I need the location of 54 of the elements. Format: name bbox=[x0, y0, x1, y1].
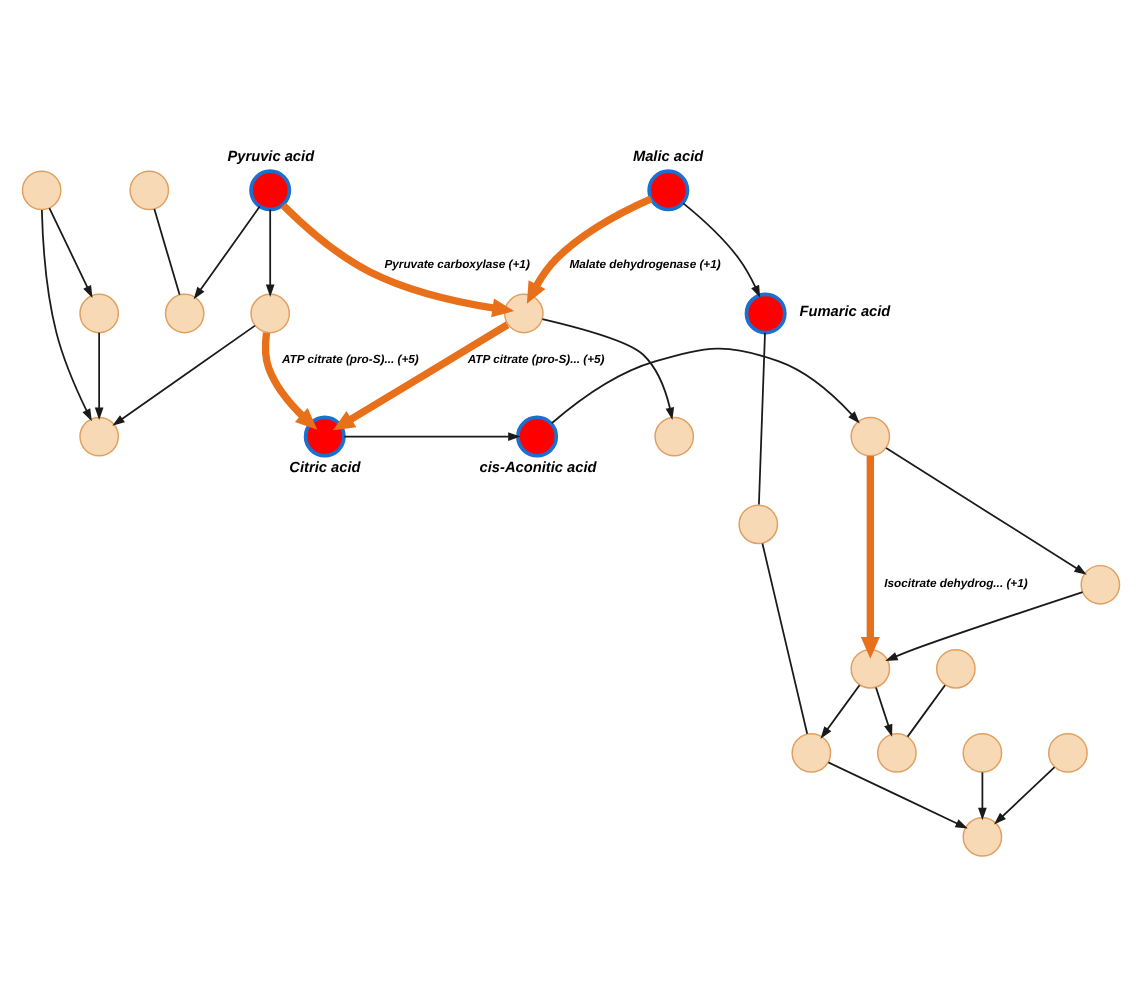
node-circle bbox=[744, 291, 787, 334]
node-circle bbox=[738, 503, 779, 544]
arrow bbox=[332, 320, 510, 430]
arrow bbox=[820, 683, 861, 738]
connector bbox=[758, 330, 766, 505]
node-circle bbox=[164, 292, 205, 333]
node-circle bbox=[303, 414, 346, 457]
arrow bbox=[978, 770, 987, 820]
node-label: Citric acid bbox=[289, 456, 361, 475]
node-circle bbox=[1048, 731, 1088, 772]
node-circle bbox=[516, 414, 559, 457]
arrow bbox=[860, 455, 880, 658]
arrow bbox=[875, 685, 893, 736]
arrow bbox=[682, 201, 761, 297]
node-label: Malic acid bbox=[632, 145, 704, 164]
arrow bbox=[885, 446, 1087, 574]
node-circle bbox=[250, 292, 291, 333]
node-circle bbox=[654, 415, 695, 456]
arrow bbox=[40, 208, 92, 421]
arrow bbox=[48, 206, 93, 298]
arrow bbox=[827, 760, 968, 828]
node-circle bbox=[503, 292, 544, 333]
arrow bbox=[265, 207, 275, 296]
connector bbox=[153, 207, 181, 295]
arrow bbox=[193, 204, 261, 299]
arrow bbox=[541, 317, 675, 419]
arrow bbox=[280, 201, 515, 317]
arrow bbox=[94, 330, 104, 419]
node-circle bbox=[791, 731, 832, 772]
arrow bbox=[343, 431, 521, 440]
node-circle bbox=[850, 647, 891, 688]
node-label: Fumaric acid bbox=[799, 301, 891, 320]
node-circle bbox=[962, 731, 1003, 772]
connector bbox=[761, 541, 809, 734]
node-circle bbox=[876, 731, 917, 772]
arrow bbox=[550, 346, 860, 424]
arrow bbox=[885, 590, 1084, 660]
node-circle bbox=[647, 168, 690, 211]
node-circle bbox=[962, 816, 1003, 856]
node-label: cis-Aconitic acid bbox=[479, 456, 597, 475]
arrow bbox=[994, 765, 1056, 824]
arrow bbox=[112, 323, 256, 425]
node-circle bbox=[79, 292, 120, 333]
node-circle bbox=[21, 169, 62, 210]
node-label: Pyruvic acid bbox=[227, 145, 315, 164]
arrow bbox=[261, 331, 318, 429]
connector bbox=[906, 683, 946, 737]
node-circle bbox=[935, 647, 976, 688]
node-circle bbox=[850, 415, 891, 456]
node-circle bbox=[79, 415, 120, 456]
node-circle bbox=[129, 169, 170, 210]
arrow bbox=[526, 194, 653, 303]
node-circle bbox=[249, 168, 292, 211]
node-circle bbox=[1080, 563, 1121, 604]
